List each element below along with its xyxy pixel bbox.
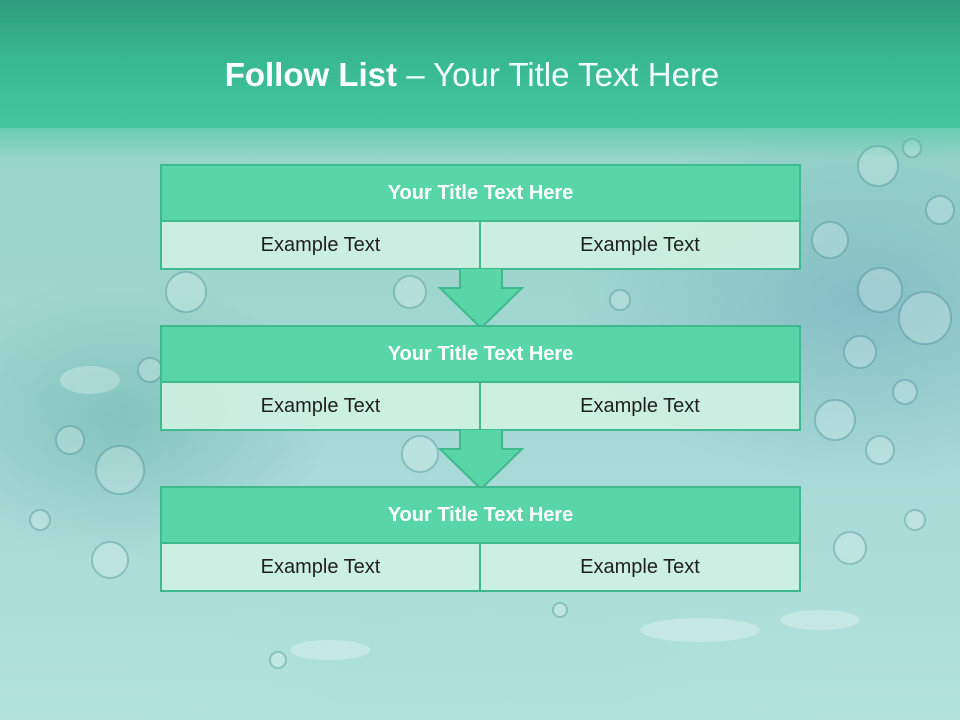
block-title: Your Title Text Here xyxy=(160,164,801,222)
block-title: Your Title Text Here xyxy=(160,486,801,544)
slide-title: Follow List – Your Title Text Here xyxy=(0,52,944,98)
block-cell-right: Example Text xyxy=(479,542,801,592)
down-arrow-icon xyxy=(438,429,524,491)
block-cell-left: Example Text xyxy=(160,220,481,270)
block-cell-right: Example Text xyxy=(479,381,801,431)
title-band-fade xyxy=(0,128,960,158)
block-cell-left: Example Text xyxy=(160,542,481,592)
slide-title-rest: – Your Title Text Here xyxy=(397,56,720,93)
block-title: Your Title Text Here xyxy=(160,325,801,383)
block-cell-right: Example Text xyxy=(479,220,801,270)
down-arrow-icon xyxy=(438,268,524,330)
slide-title-bold: Follow List xyxy=(224,56,398,93)
block-cell-left: Example Text xyxy=(160,381,481,431)
title-band xyxy=(0,0,960,128)
